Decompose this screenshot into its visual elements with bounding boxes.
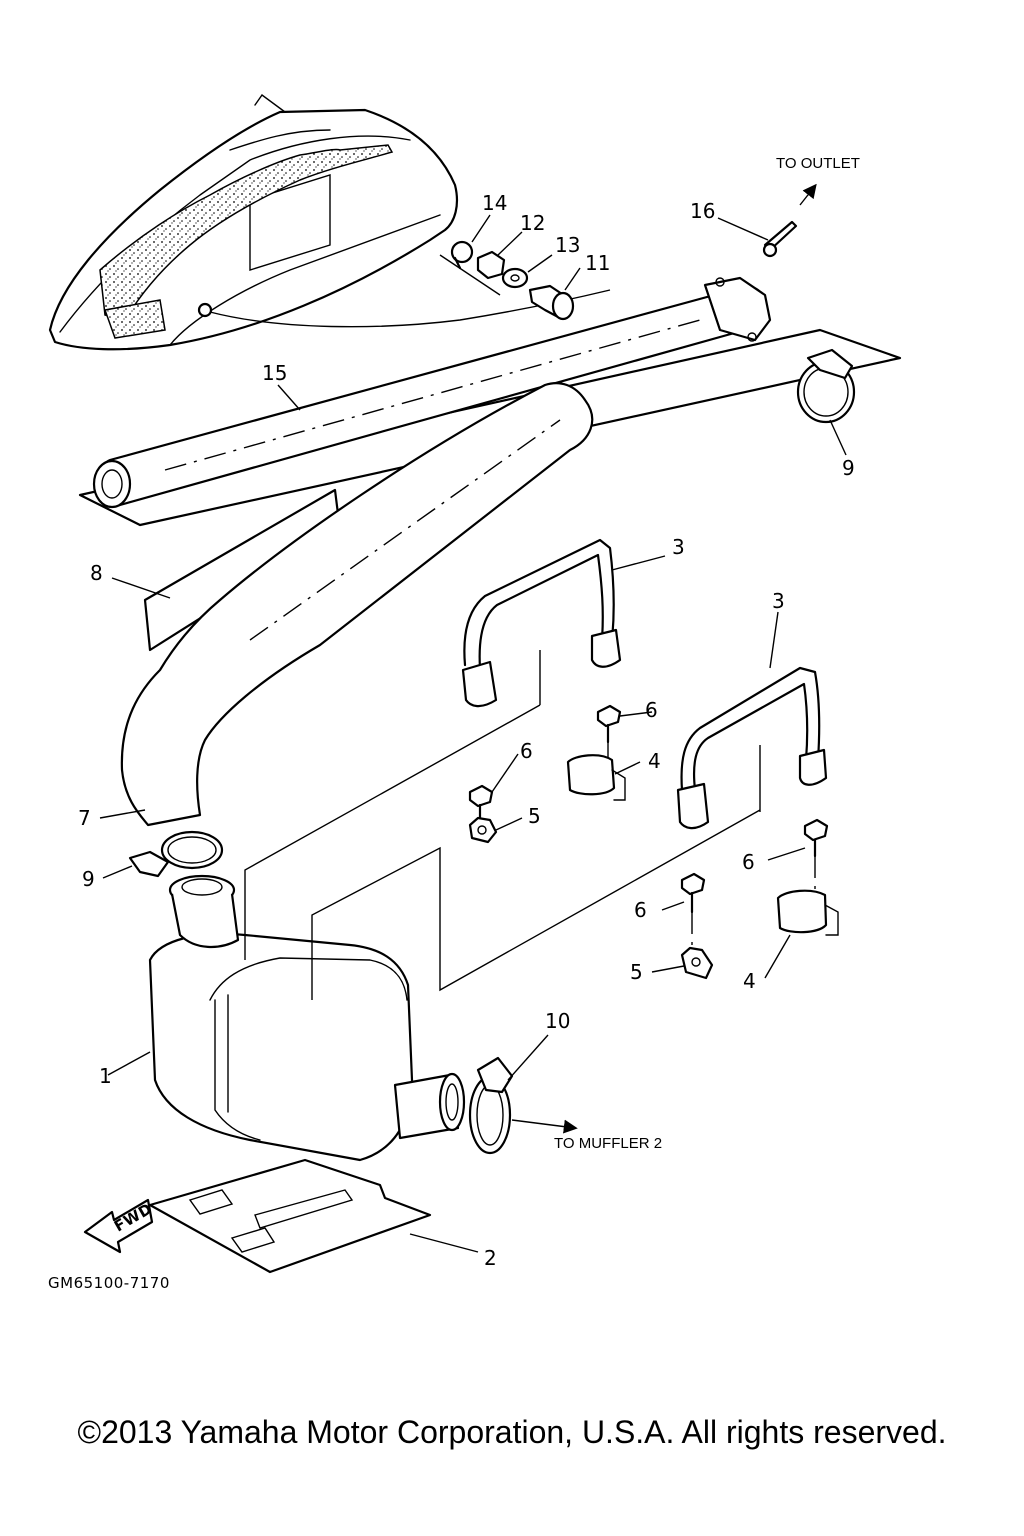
hose-7 xyxy=(120,382,594,827)
hose-clamp-9-upper xyxy=(796,348,856,424)
callout-9-upper: 9 xyxy=(842,456,855,480)
callout-numbers: 1 2 3 3 4 4 5 5 6 6 6 6 7 8 9 9 10 11 12… xyxy=(78,191,855,1270)
drawing-code: GM65100-7170 xyxy=(48,1274,170,1292)
callout-8: 8 xyxy=(90,561,103,585)
muffler-1 xyxy=(148,704,761,1162)
callout-6-b: 6 xyxy=(520,739,533,763)
callout-14: 14 xyxy=(482,191,507,215)
callout-16: 16 xyxy=(690,199,715,223)
bolts-6 xyxy=(468,704,829,945)
callout-15: 15 xyxy=(262,361,287,385)
callout-9-lower: 9 xyxy=(82,867,95,891)
callout-5-lower: 5 xyxy=(630,960,643,984)
callout-3-left: 3 xyxy=(672,535,685,559)
watercraft-overview xyxy=(48,94,611,351)
copyright-notice: ©2013 Yamaha Motor Corporation, U.S.A. A… xyxy=(77,1414,947,1450)
callout-12: 12 xyxy=(520,211,545,235)
callout-1: 1 xyxy=(99,1064,112,1088)
callout-2: 2 xyxy=(484,1246,497,1270)
fwd-arrow-icon: FWD xyxy=(83,1198,155,1254)
washer-13 xyxy=(501,267,529,289)
hardware-group xyxy=(450,183,817,321)
plate-2 xyxy=(148,1158,432,1274)
bracket-3-right xyxy=(676,666,828,830)
callout-4-upper: 4 xyxy=(648,749,661,773)
hose-foam-wrap xyxy=(99,144,394,321)
outlet-fitting-icon xyxy=(197,302,213,318)
callout-7: 7 xyxy=(78,806,91,830)
callout-3-right: 3 xyxy=(772,589,785,613)
rubber-block-4-lower xyxy=(776,889,839,936)
callout-4-lower: 4 xyxy=(743,969,756,993)
bracket-3-left xyxy=(461,538,622,708)
hose-clamp-9-lower xyxy=(128,830,224,878)
callout-11: 11 xyxy=(585,251,610,275)
rubber-block-4-upper xyxy=(566,754,626,801)
leader-lines xyxy=(99,214,847,1253)
note-to-outlet: TO OUTLET xyxy=(776,155,860,172)
callout-6-a: 6 xyxy=(645,698,658,722)
callout-6-d: 6 xyxy=(634,898,647,922)
note-to-muffler: TO MUFFLER 2 xyxy=(554,1135,662,1152)
hose-clamp-10 xyxy=(468,1056,578,1155)
callout-10: 10 xyxy=(545,1009,570,1033)
callout-5-upper: 5 xyxy=(528,804,541,828)
callout-6-c: 6 xyxy=(742,850,755,874)
pipe-15 xyxy=(78,276,902,527)
nut-12 xyxy=(476,250,506,280)
clips-5 xyxy=(468,816,714,980)
callout-13: 13 xyxy=(555,233,580,257)
